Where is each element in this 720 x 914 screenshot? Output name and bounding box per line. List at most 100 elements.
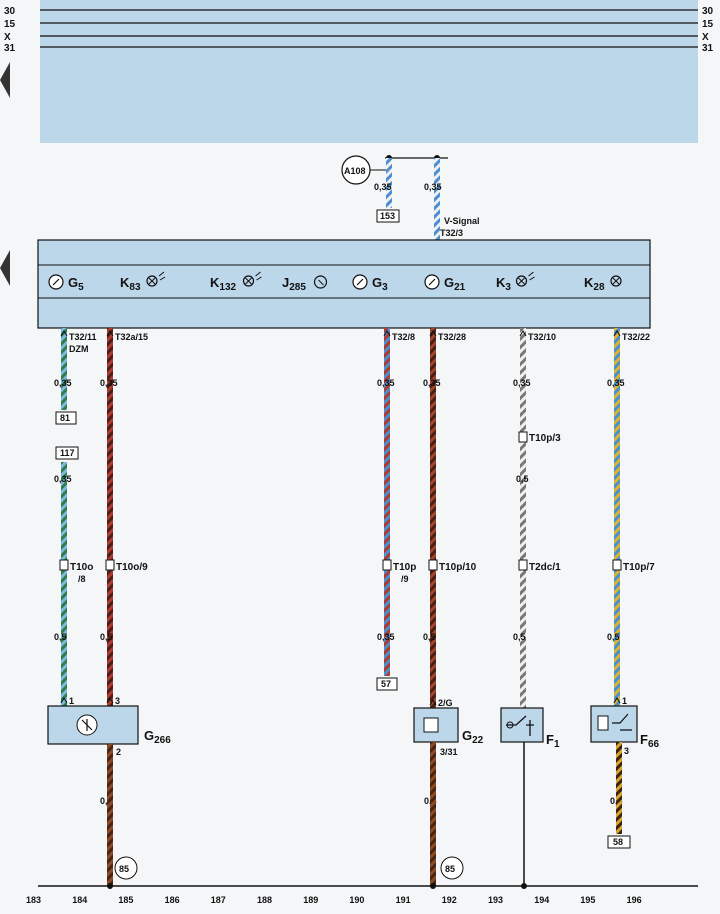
wire-gauge-label: 0,35 xyxy=(54,474,72,484)
wire-gauge-label: 0,35 xyxy=(377,378,395,388)
meter-icon xyxy=(313,275,328,289)
cluster-item-code: G xyxy=(444,275,454,290)
device-g266-out-pin: 2 xyxy=(116,747,121,757)
ref-box-153 xyxy=(376,209,400,223)
rail-label-15: 15 xyxy=(4,19,16,30)
device-g266-gauge: 0,5 xyxy=(100,796,113,806)
grid-number: 192 xyxy=(442,895,457,905)
wire-segment xyxy=(520,328,526,708)
wire-extra-label: DZM xyxy=(69,344,89,354)
device-f66: F66 3 0,5 58 xyxy=(590,705,660,849)
device-f66-code: F xyxy=(640,732,648,747)
connector-label: T10p xyxy=(393,562,416,573)
connector-icon xyxy=(428,559,438,571)
grid-number: 195 xyxy=(580,895,595,905)
svg-text:G266: G266 xyxy=(144,728,171,746)
connector-sub-label: /8 xyxy=(78,574,86,584)
cluster-item-j285: J285 xyxy=(282,275,328,293)
wire-gauge-label: 0,5 xyxy=(100,632,113,642)
cluster-item-code: K xyxy=(584,275,594,290)
wire-gauge-label: 0,35 xyxy=(513,378,531,388)
device-g22: G22 3/31 0,5 85 xyxy=(413,707,484,880)
grid-number: 188 xyxy=(257,895,272,905)
svg-text:K28: K28 xyxy=(584,275,605,293)
end-pin-label: 3 xyxy=(115,696,120,706)
ref-box xyxy=(55,411,77,425)
wire-vsignal xyxy=(434,158,440,242)
cluster-item-code: K xyxy=(496,275,506,290)
cluster-item-sub: 3 xyxy=(382,282,388,293)
ref-box-label: 57 xyxy=(381,679,391,689)
device-f1-code: F xyxy=(546,732,554,747)
wire-gauge-label: 0,5 xyxy=(607,632,620,642)
grid-number: 189 xyxy=(303,895,318,905)
grid-number: 184 xyxy=(72,895,87,905)
wire-f66-out xyxy=(616,742,622,834)
ref-box xyxy=(376,677,398,691)
wire-pin-label: T32/22 xyxy=(622,332,650,342)
cluster-item-sub: 285 xyxy=(289,282,306,293)
cluster-item-sub: 132 xyxy=(219,282,236,293)
left-arrow-icon xyxy=(0,62,10,98)
svg-text:G5: G5 xyxy=(68,275,84,293)
grid-number: 183 xyxy=(26,895,41,905)
wire-segment xyxy=(107,328,113,706)
wire-pin-label: T32/28 xyxy=(438,332,466,342)
device-f66-out-pin: 3 xyxy=(624,746,629,756)
svg-text:G22: G22 xyxy=(462,728,484,746)
wire-pin-label: T32/10 xyxy=(528,332,556,342)
rail-label-x: X xyxy=(4,32,11,43)
rail-label-15-right: 15 xyxy=(702,19,714,30)
level-switch-icon xyxy=(597,715,609,731)
switch-icon xyxy=(506,715,534,736)
ground-85-left xyxy=(114,856,138,880)
warning-lamp-icon xyxy=(515,275,528,287)
wire-gauge-label: 0,35 xyxy=(423,378,441,388)
device-g22-sub: 22 xyxy=(472,735,484,746)
svg-text:G3: G3 xyxy=(372,275,388,293)
cluster-item-code: G xyxy=(372,275,382,290)
connector-icon xyxy=(518,431,528,443)
device-f1-sub: 1 xyxy=(554,739,560,750)
connector-label: T10o xyxy=(70,562,93,573)
svg-text:G21: G21 xyxy=(444,275,466,293)
connector-icon xyxy=(612,559,622,571)
connector-label: T10p/10 xyxy=(439,562,477,573)
grid-number: 186 xyxy=(165,895,180,905)
cluster-item-sub: 28 xyxy=(593,282,605,293)
ref-box-label: 81 xyxy=(60,413,70,423)
wire-g266-ground xyxy=(107,744,113,886)
wire-segment xyxy=(384,328,390,676)
grid-number: 190 xyxy=(349,895,364,905)
svg-text:K132: K132 xyxy=(210,275,237,293)
cluster-item-sub: 5 xyxy=(78,282,84,293)
cluster-item-k28: K28 xyxy=(584,275,622,293)
ref-box-58 xyxy=(607,835,631,849)
ground-85-right-label: 85 xyxy=(445,864,455,874)
connector-icon xyxy=(105,559,115,571)
wires: T32/11DZM0,35811170,35T10o/80,51T32a/150… xyxy=(54,328,655,708)
device-g266-sub: 266 xyxy=(154,735,171,746)
grid-number: 193 xyxy=(488,895,503,905)
wire-segment xyxy=(614,328,620,706)
wire-pin-label: T32/8 xyxy=(392,332,415,342)
svg-text:F1: F1 xyxy=(546,732,560,750)
rail-label-x-right: X xyxy=(702,32,709,43)
cluster-item-sub: 21 xyxy=(454,282,466,293)
svg-text:K3: K3 xyxy=(496,275,511,293)
wire-pin-label: T32a/15 xyxy=(115,332,148,342)
connector-label: T10p/3 xyxy=(529,433,561,444)
top-panel xyxy=(40,0,698,143)
svg-text:J285: J285 xyxy=(282,275,306,293)
ref-box-label: 117 xyxy=(60,448,75,458)
connector-a108-label: A108 xyxy=(344,166,366,176)
cluster-item-code: K xyxy=(120,275,130,290)
connector-icon xyxy=(382,559,392,571)
grid-number: 187 xyxy=(211,895,226,905)
